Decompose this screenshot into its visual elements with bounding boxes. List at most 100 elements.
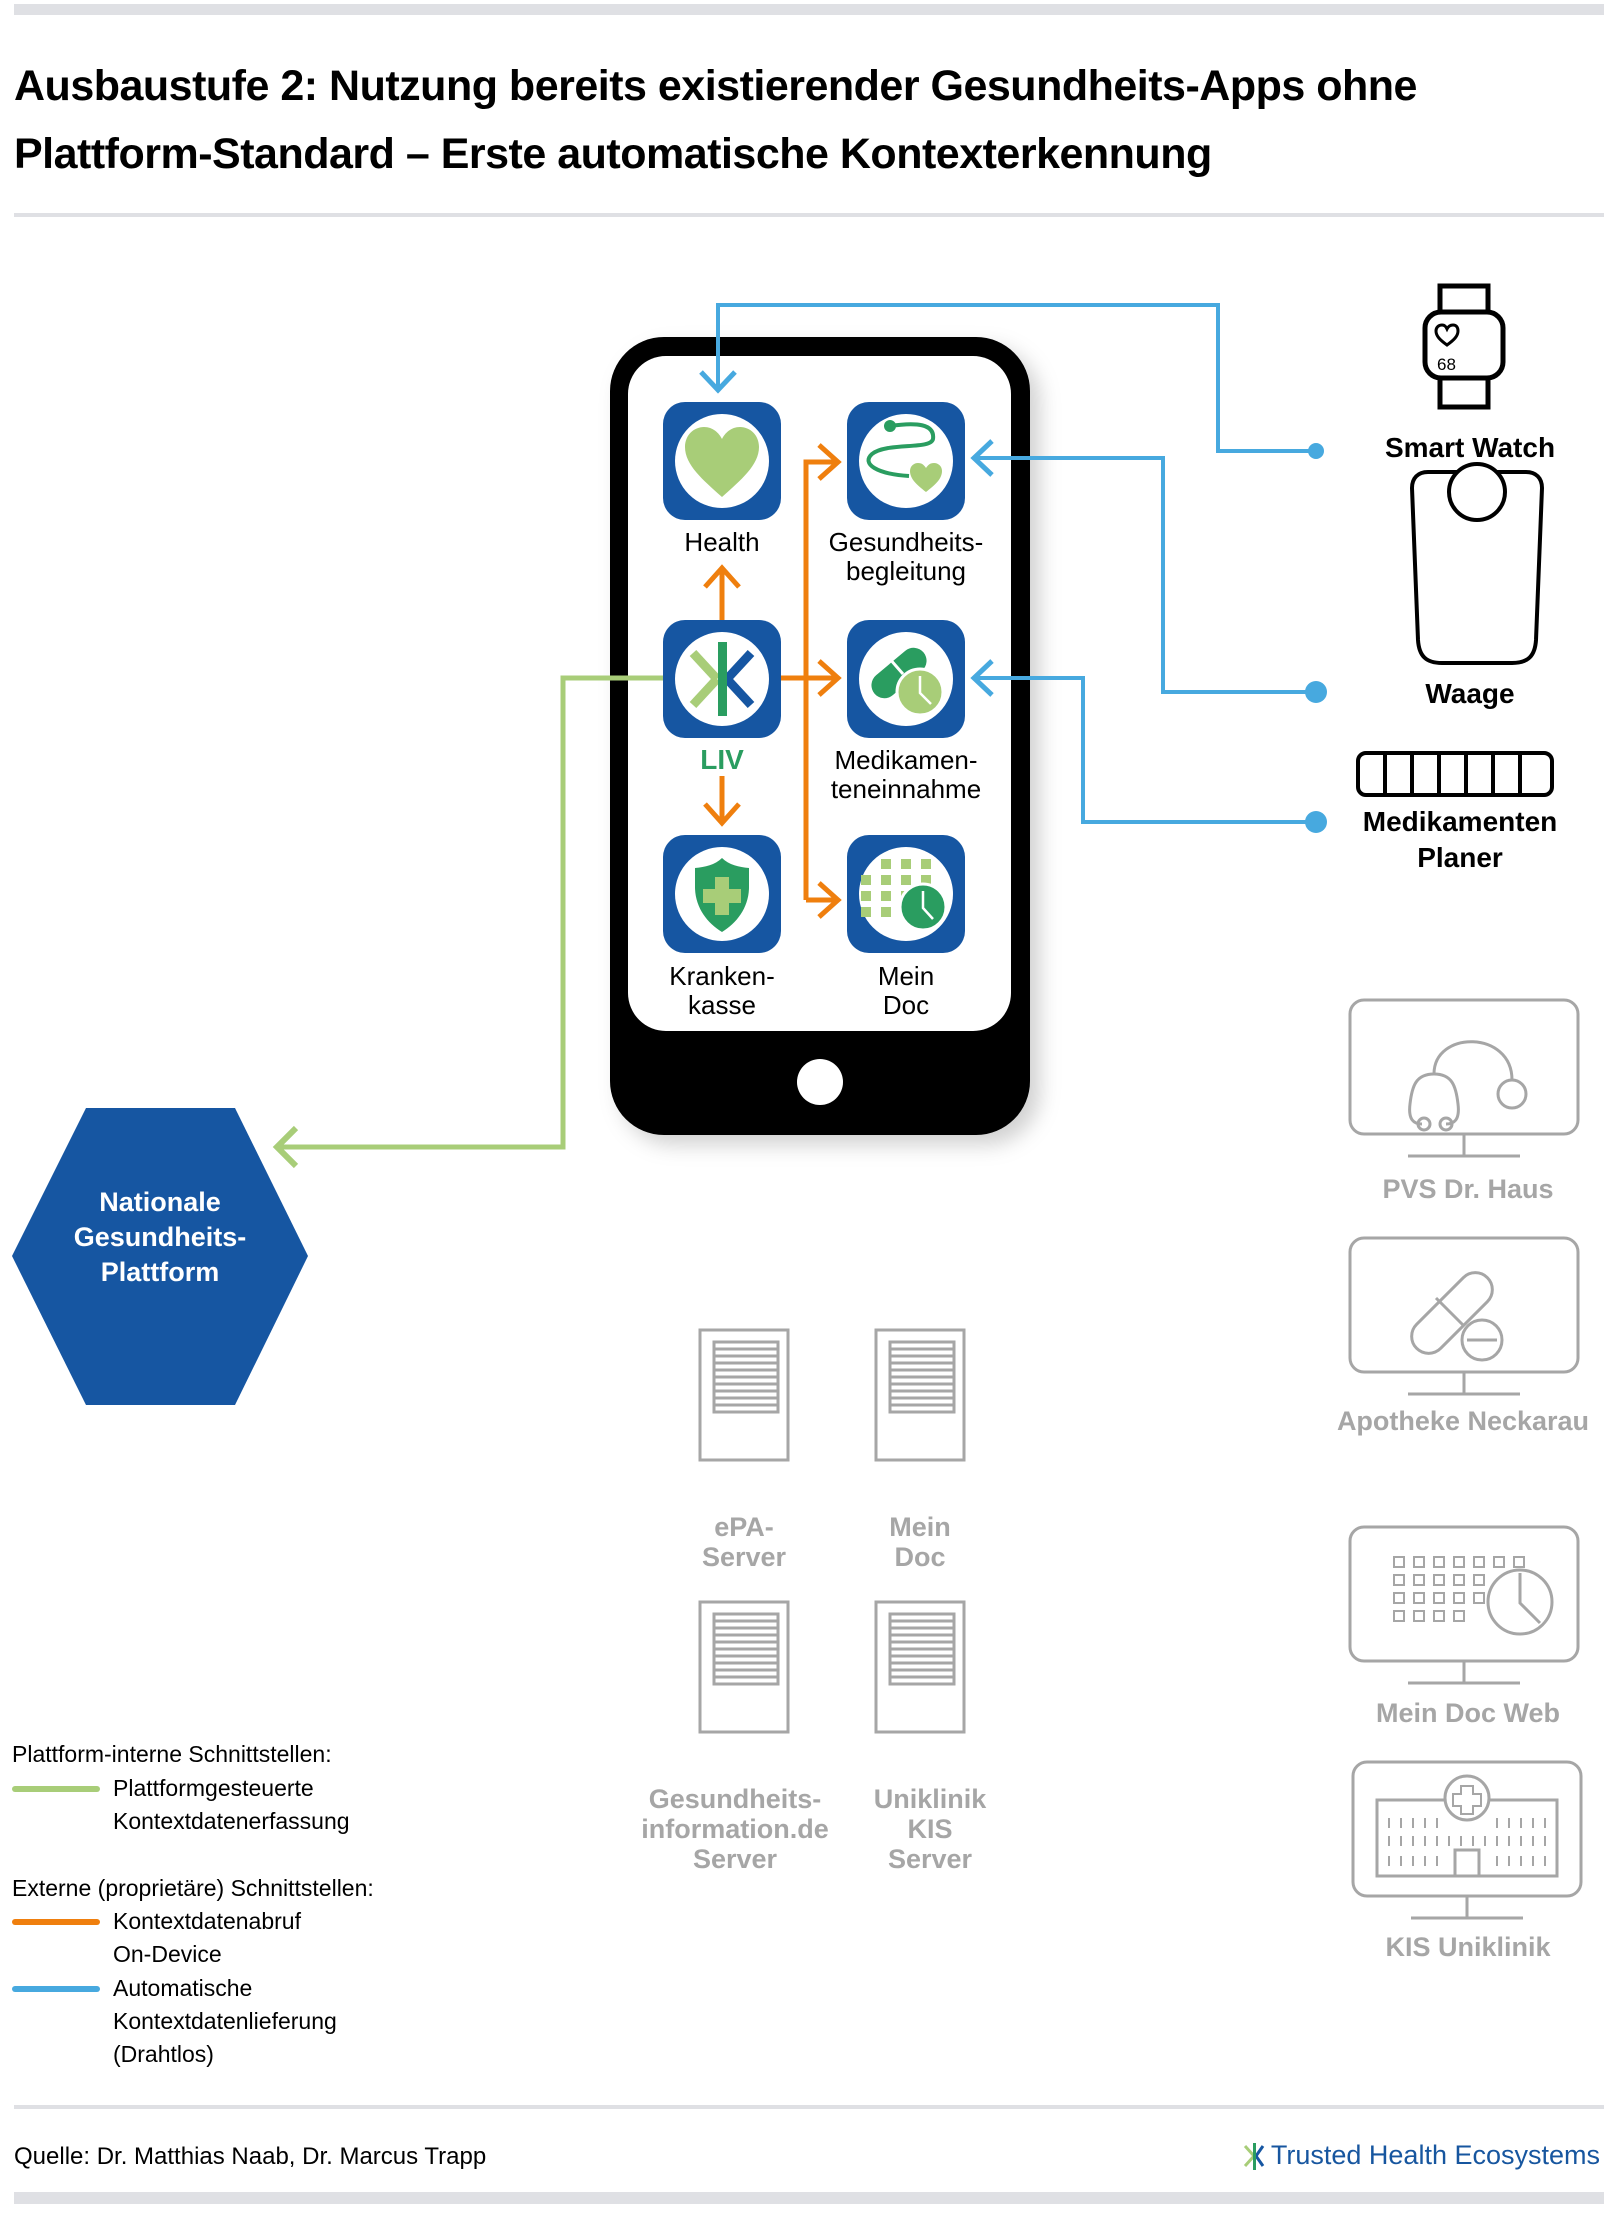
legend-item-blue: Automatische Kontextdatenlieferung (Drah…	[113, 1972, 337, 2071]
label-line: Health	[684, 527, 760, 557]
label-line: teneinnahme	[830, 774, 982, 804]
legend-line-orange	[12, 1919, 100, 1925]
label-line: kasse	[688, 990, 756, 1020]
legend-line-green	[12, 1786, 100, 1792]
title-divider	[14, 213, 1604, 217]
label-line: ePA-	[714, 1512, 774, 1542]
label-line: Kranken-	[669, 961, 775, 991]
legend-item-green: Plattformgesteuerte Kontextdatenerfassun…	[113, 1772, 350, 1838]
connector-planer-medikamente	[975, 676, 1316, 824]
app-label-health: Health	[652, 528, 792, 557]
stethoscope-heart-icon	[866, 420, 942, 492]
hospital-monitor-icon	[1351, 1760, 1583, 1920]
legend-text-line: Kontextdatenerfassung	[113, 1808, 350, 1834]
brand-logo[interactable]: Trusted Health Ecosystems	[1243, 2140, 1600, 2171]
app-label-krankenkasse: Kranken- kasse	[642, 962, 802, 1020]
legend-group-internal-title: Plattform-interne Schnittstellen:	[12, 1741, 332, 1767]
pill-planner-icon	[1356, 751, 1554, 797]
liv-logo-icon	[689, 642, 755, 716]
legend-text-line: Kontextdatenabruf	[113, 1908, 301, 1934]
platform-hexagon[interactable]	[12, 1108, 308, 1405]
device-label-medikamenten-planer: Medikamenten Planer	[1330, 804, 1590, 876]
shield-cross-icon	[695, 858, 749, 932]
app-icon-krankenkasse[interactable]	[663, 835, 781, 953]
source-credit: Quelle: Dr. Matthias Naab, Dr. Marcus Tr…	[14, 2143, 487, 2170]
label-line: Mein	[889, 1512, 951, 1542]
label-line: KIS	[907, 1814, 953, 1844]
system-label-mein-doc-web: Mein Doc Web	[1375, 1698, 1561, 1728]
app-icon-medikamenteneinnahme[interactable]	[847, 620, 965, 738]
app-label-liv: LIV	[652, 745, 792, 774]
connector-waage-gesundheitsbegleitung	[975, 456, 1316, 694]
label-line: Nationale	[99, 1187, 221, 1217]
label-line: Gesundheits-	[648, 1784, 822, 1814]
label-line: Gesundheits-	[73, 1222, 247, 1252]
page-title: Ausbaustufe 2: Nutzung bereits existiere…	[14, 62, 1417, 178]
label-line: begleitung	[846, 556, 966, 586]
legend-text-line: Automatische	[113, 1975, 253, 2001]
system-label-pvs: PVS Dr. Haus	[1382, 1174, 1554, 1204]
brand-mark-icon	[1243, 2142, 1265, 2170]
legend-line-blue	[12, 1986, 100, 1992]
label-line: Planer	[1417, 842, 1503, 873]
device-label-smart-watch: Smart Watch	[1340, 430, 1600, 466]
label-line: Plattform	[100, 1257, 220, 1287]
server-label-epa: ePA- Server	[664, 1512, 824, 1572]
legend-item-orange: Kontextdatenabruf On-Device	[113, 1905, 301, 1971]
footer-divider	[14, 2105, 1604, 2109]
watch-value: 68	[1437, 355, 1456, 374]
app-icon-liv[interactable]	[663, 620, 781, 738]
legend-text-line: Plattformgesteuerte	[113, 1775, 314, 1801]
watch-dot	[1308, 443, 1324, 459]
label-line: Server	[701, 1542, 787, 1572]
server-icons	[698, 1328, 966, 1734]
blue-connectors	[699, 303, 1316, 824]
orange-connectors	[703, 443, 842, 919]
label-line: Medikamen-	[834, 745, 978, 775]
top-bar	[14, 4, 1604, 15]
device-label-waage: Waage	[1350, 676, 1590, 712]
planer-dot	[1305, 811, 1327, 833]
legend-text-line: Kontextdatenlieferung	[113, 2008, 337, 2034]
legend-text-line: (Drahtlos)	[113, 2041, 214, 2067]
label-line: information.de	[641, 1814, 829, 1844]
brand-name: Trusted Health Ecosystems	[1270, 2140, 1600, 2170]
label-line: Doc	[894, 1542, 946, 1572]
pill-monitor-icon	[1348, 1236, 1580, 1396]
app-label-mein-doc: Mein Doc	[836, 962, 976, 1020]
arrowhead-gesundheitsbegleitung	[970, 439, 994, 477]
label-line: Gesundheits-	[828, 527, 984, 557]
label-line: Server	[692, 1844, 778, 1874]
waage-dot	[1305, 681, 1327, 703]
label-line: Server	[887, 1844, 973, 1874]
bottom-bar	[14, 2192, 1604, 2204]
label-line: Smart Watch	[1384, 432, 1556, 463]
scale-icon	[1409, 462, 1545, 665]
server-label-uniklinik-kis: Uniklinik KIS Server	[850, 1784, 1010, 1874]
app-icon-mein-doc[interactable]	[847, 835, 965, 953]
pill-clock-icon	[871, 647, 945, 717]
label-line: Uniklinik	[873, 1784, 987, 1814]
label-line: Medikamenten	[1362, 806, 1558, 837]
home-button[interactable]	[797, 1059, 843, 1105]
stethoscope-monitor-icon	[1348, 998, 1580, 1158]
platform-label: Nationale Gesundheits- Plattform	[40, 1185, 280, 1290]
app-label-gesundheitsbegleitung: Gesundheits- begleitung	[816, 528, 996, 586]
legend-text-line: On-Device	[113, 1941, 222, 1967]
server-label-mein-doc: Mein Doc	[840, 1512, 1000, 1572]
app-label-medikamenteneinnahme: Medikamen- teneinnahme	[816, 746, 996, 804]
label-line: Doc	[882, 990, 930, 1020]
app-icon-health[interactable]	[663, 402, 781, 520]
connector-watch-health	[716, 303, 1316, 453]
app-icon-gesundheitsbegleitung[interactable]	[847, 402, 965, 520]
calendar-monitor-icon	[1348, 1525, 1580, 1685]
legend-group-external-title: Externe (proprietäre) Schnittstellen:	[12, 1875, 374, 1901]
label-line: LIV	[700, 744, 744, 775]
label-line: Mein	[877, 961, 935, 991]
system-label-kis: KIS Uniklinik	[1385, 1932, 1551, 1962]
calendar-clock-icon	[861, 859, 948, 932]
arrowhead-health	[699, 370, 737, 394]
smart-watch-icon	[1422, 283, 1506, 410]
arrowhead-medikamente	[970, 659, 994, 697]
